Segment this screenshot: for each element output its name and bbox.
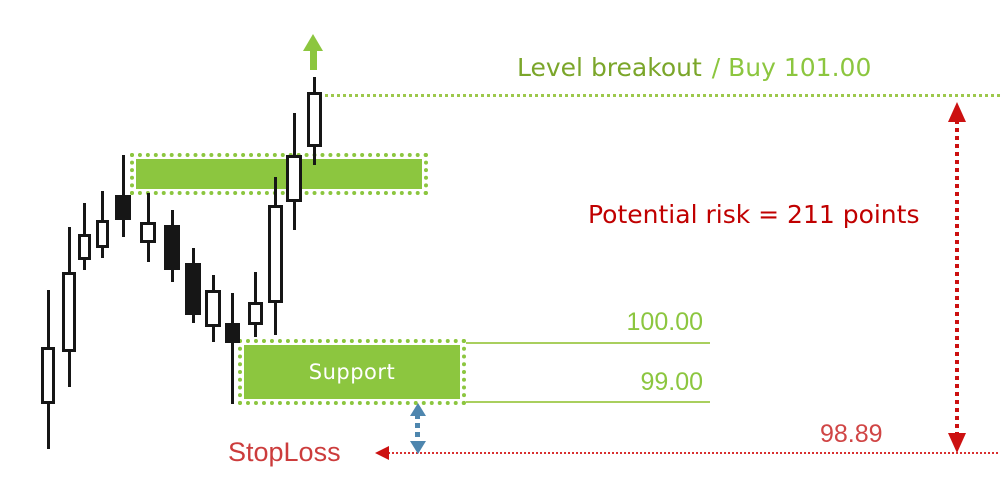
stoploss-label: StopLoss <box>228 437 341 467</box>
risk-arrow-up-icon <box>948 102 966 122</box>
level-99-line <box>466 401 710 403</box>
support-zone-label: Support <box>308 360 396 384</box>
price-9889-label: 98.89 <box>820 420 883 448</box>
candle-body-up <box>248 302 263 325</box>
level-100-line <box>466 342 710 344</box>
candle-body-down <box>225 323 240 343</box>
breakout-level-dotted-line <box>325 94 1000 97</box>
buy-arrow-icon <box>303 34 323 51</box>
candle-body-up <box>96 220 109 248</box>
buy-arrow-shaft <box>310 49 317 70</box>
candle-body-up <box>286 155 302 202</box>
potential-risk-label: Potential risk = 211 points <box>588 200 920 229</box>
candle-body-up <box>78 234 91 260</box>
gap-arrow-down-icon <box>410 441 426 454</box>
gap-arrow-shaft <box>415 414 420 445</box>
candle-body-up <box>307 92 322 147</box>
candle-body-down <box>115 195 131 220</box>
level-breakout-label: Level breakout <box>517 53 702 82</box>
gap-arrow-up-icon <box>410 403 426 416</box>
stoploss-level-dotted-line <box>388 452 1000 454</box>
candle-body-down <box>164 225 180 270</box>
risk-arrow-down-icon <box>948 433 966 453</box>
price-99-label: 99.00 <box>640 368 703 396</box>
candle-body-up <box>140 222 156 243</box>
risk-arrow-shaft <box>955 120 959 436</box>
candle-wick <box>231 293 234 404</box>
candle-body-down <box>185 263 201 315</box>
candle-body-up <box>268 205 283 303</box>
stoploss-arrow-icon <box>375 446 389 460</box>
candle-body-up <box>205 290 221 327</box>
breakout-caption: Level breakout / Buy 101.00 <box>517 53 871 82</box>
resistance-zone <box>130 153 428 195</box>
candle-body-up <box>41 347 55 404</box>
buy-price-label: / Buy 101.00 <box>711 53 872 82</box>
support-zone: Support <box>238 339 466 405</box>
candle-body-up <box>62 272 76 352</box>
price-100-label: 100.00 <box>626 308 703 336</box>
